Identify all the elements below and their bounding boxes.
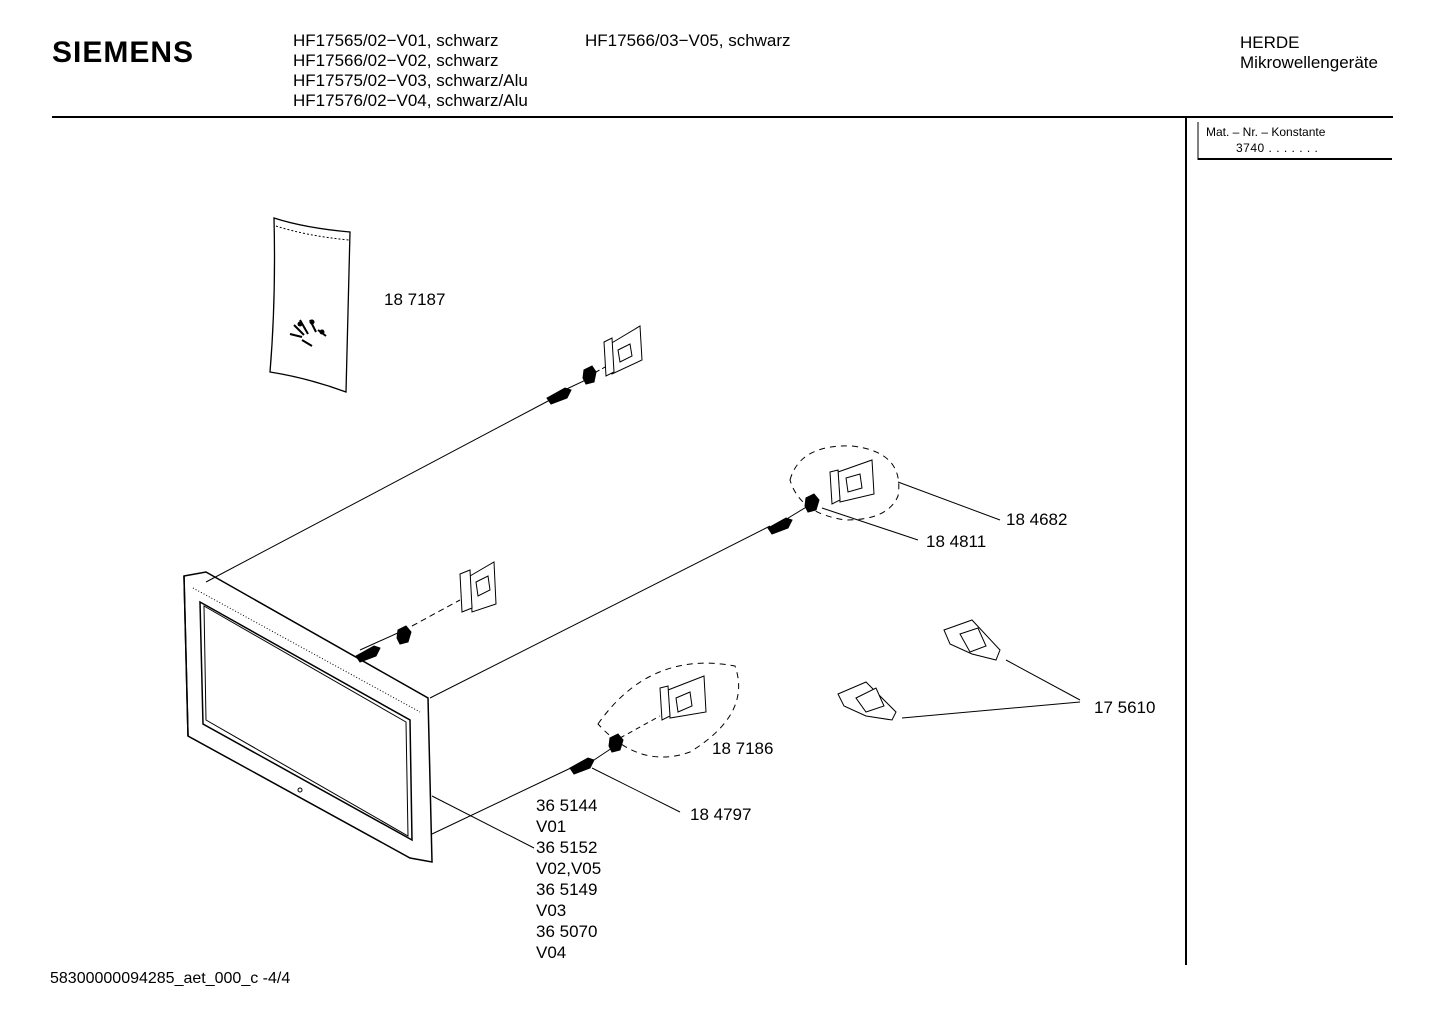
assembly-line — [619, 715, 661, 739]
leader-line — [901, 701, 1081, 719]
model-line: HF17565/02−V01, schwarz — [293, 31, 499, 50]
bracket-group-184682 — [767, 445, 900, 535]
model-line: HF17566/03−V05, schwarz — [585, 31, 791, 50]
leader-line — [431, 795, 535, 849]
leader-line — [1005, 659, 1081, 701]
variant-part-number: 36 5149 — [536, 880, 597, 899]
variant-code: V03 — [536, 901, 566, 920]
variant-part-number: 36 5152 — [536, 838, 597, 857]
constant-label: Mat. – Nr. – Konstante — [1206, 125, 1326, 139]
category-title: HERDE — [1240, 33, 1300, 52]
assembly-line — [429, 525, 771, 699]
model-list-primary: HF17565/02−V01, schwarz HF17566/02−V02, … — [293, 31, 528, 111]
variant-code: V02,V05 — [536, 859, 601, 878]
leader-line — [897, 481, 1001, 521]
model-line: HF17576/02−V04, schwarz/Alu — [293, 91, 528, 110]
part-number-187186: 18 7186 — [712, 739, 773, 758]
assembly-line — [205, 399, 551, 583]
model-list-secondary: HF17566/03−V05, schwarz — [585, 31, 791, 51]
leader-line — [821, 507, 919, 541]
clip-lower — [837, 681, 897, 721]
constant-value: 3740 . . . . . . . — [1236, 141, 1319, 155]
assembly-line — [359, 631, 401, 651]
part-number-184682: 18 4682 — [1006, 510, 1067, 529]
model-line: HF17575/02−V03, schwarz/Alu — [293, 71, 528, 90]
variant-code: V01 — [536, 817, 566, 836]
clip-upper — [943, 619, 1001, 661]
assembly-line — [431, 765, 576, 835]
part-number-184797: 18 4797 — [690, 805, 751, 824]
mounting-frame — [183, 571, 433, 863]
assembly-line — [593, 747, 613, 761]
variant-part-number: 36 5144 — [536, 796, 597, 815]
part-number-184811: 18 4811 — [926, 532, 986, 551]
screw-bag — [269, 217, 351, 393]
category-subtitle: Mikrowellengeräte — [1240, 53, 1378, 72]
assembly-line — [411, 599, 461, 627]
bracket-group-187186 — [569, 662, 740, 775]
product-category: HERDE Mikrowellengeräte — [1240, 33, 1378, 73]
document-id: 58300000094285_aet_000_c -4/4 — [50, 970, 291, 987]
variant-code: V04 — [536, 943, 566, 962]
variant-part-number: 36 5070 — [536, 922, 597, 941]
part-number-175610: 17 5610 — [1094, 698, 1155, 717]
model-line: HF17566/02−V02, schwarz — [293, 51, 499, 70]
assembly-line — [784, 505, 809, 521]
leader-line — [591, 767, 681, 813]
material-constant-box: Mat. – Nr. – Konstante 3740 . . . . . . … — [1198, 122, 1392, 160]
bracket-middle — [355, 561, 497, 663]
part-number-187187: 18 7187 — [384, 290, 445, 309]
bracket-top — [546, 325, 643, 405]
siemens-logo: SIEMENS — [52, 36, 195, 69]
